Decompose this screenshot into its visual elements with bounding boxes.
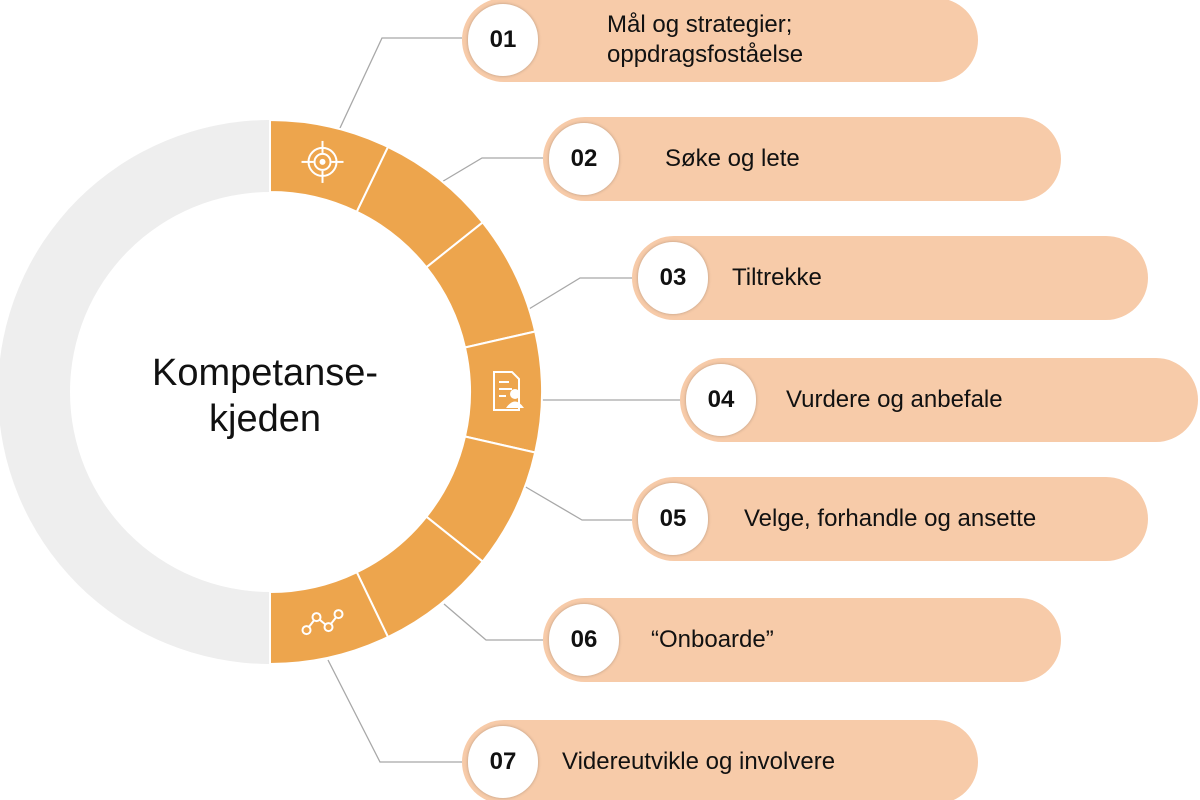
- target-icon: [301, 140, 344, 183]
- step-01: 01 Mål og strategier; oppdragsfoståelse: [462, 0, 978, 82]
- step-label: Vurdere og anbefale: [786, 358, 1003, 442]
- step-label: Søke og lete: [665, 117, 800, 201]
- step-number: 07: [468, 726, 538, 798]
- step-label-line-1: Tiltrekke: [732, 264, 822, 291]
- step-05: 05 Velge, forhandle og ansette: [632, 477, 1148, 561]
- diagram-title: Kompetanse- kjeden: [100, 350, 430, 442]
- connector-line-2: [439, 157, 543, 184]
- connector-line-6: [443, 603, 543, 641]
- step-04: 04 Vurdere og anbefale: [680, 358, 1198, 442]
- connector-line-1: [339, 37, 462, 129]
- step-label: Mål og strategier; oppdragsfoståelse: [607, 0, 803, 82]
- step-label-line-1: Velge, forhandle og ansette: [744, 505, 1037, 532]
- document-person-icon: [493, 371, 524, 411]
- connector-line-7: [327, 659, 462, 763]
- step-label: “Onboarde”: [651, 598, 774, 682]
- title-line-1: Kompetanse-: [151, 352, 378, 394]
- step-label-line-1: Videreutvikle og involvere: [562, 748, 836, 775]
- connector-line-3: [523, 277, 632, 313]
- step-number: 02: [549, 123, 619, 195]
- step-label-line-2: oppdragsfoståelse: [607, 41, 804, 68]
- step-number: 05: [638, 483, 708, 555]
- step-label: Tiltrekke: [732, 236, 822, 320]
- connector-line-5: [523, 485, 632, 521]
- step-label: Videreutvikle og involvere: [562, 720, 835, 800]
- ring-segment-04: [463, 330, 543, 454]
- step-number: 04: [686, 364, 756, 436]
- title-line-2: kjeden: [209, 398, 321, 440]
- step-label: Velge, forhandle og ansette: [744, 477, 1036, 561]
- network-nodes-icon: [301, 609, 344, 636]
- step-label-line-1: Vurdere og anbefale: [786, 386, 1003, 413]
- step-number: 01: [468, 4, 538, 76]
- ring-segment-07: [269, 570, 390, 666]
- step-06: 06 “Onboarde”: [543, 598, 1061, 682]
- step-label-line-1: Søke og lete: [665, 145, 800, 172]
- ring-background: [0, 120, 270, 664]
- step-label-line-1: Mål og strategier;: [607, 11, 793, 38]
- step-number: 06: [549, 604, 619, 676]
- step-03: 03 Tiltrekke: [632, 236, 1148, 320]
- step-07: 07 Videreutvikle og involvere: [462, 720, 978, 800]
- step-label-line-1: “Onboarde”: [651, 626, 774, 653]
- step-number: 03: [638, 242, 708, 314]
- step-02: 02 Søke og lete: [543, 117, 1061, 201]
